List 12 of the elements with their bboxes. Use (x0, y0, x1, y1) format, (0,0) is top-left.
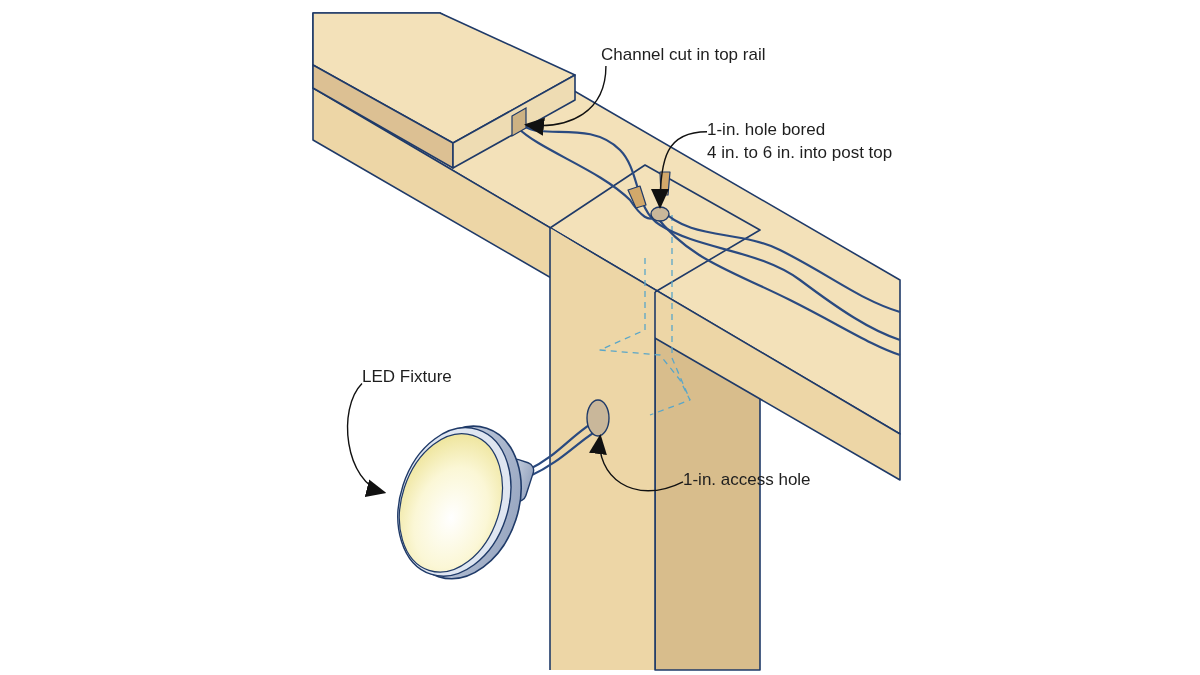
leader-arrow (590, 434, 684, 492)
callout-label: 1-in. hole bored (707, 119, 827, 141)
leader-arrow (346, 382, 387, 495)
leader-arrow (651, 131, 708, 209)
drilled-hole (650, 206, 670, 222)
callout-label: 4 in. to 6 in. into post top (707, 142, 893, 164)
drilled-hole (586, 399, 610, 437)
led-fixture-drawing (397, 425, 537, 580)
callout-label: Channel cut in top rail (601, 43, 766, 66)
rail-channel (511, 106, 527, 138)
leader-arrow (524, 65, 607, 135)
callout-label: LED Fixture (362, 365, 452, 388)
